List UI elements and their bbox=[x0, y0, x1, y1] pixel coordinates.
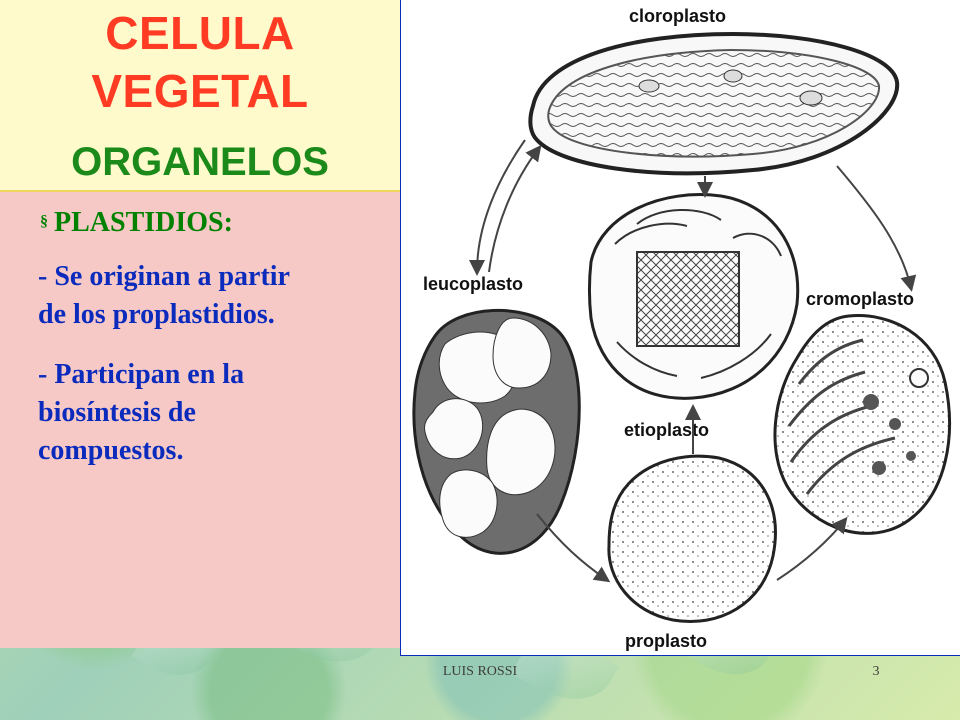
label-cromoplasto: cromoplasto bbox=[806, 289, 914, 309]
bullet-point-origin: - Se originan a partir de los proplastid… bbox=[38, 261, 290, 330]
section-bullet-icon: § bbox=[40, 213, 48, 230]
etioplast-illustration bbox=[588, 193, 800, 400]
label-proplasto: proplasto bbox=[625, 631, 707, 651]
label-leucoplasto: leucoplasto bbox=[423, 274, 523, 294]
bullet-point-biosynthesis: - Participan en la biosíntesis de compue… bbox=[38, 359, 245, 466]
label-etioplasto: etioplasto bbox=[624, 420, 709, 440]
title-line-1: CELULA bbox=[105, 7, 295, 59]
section-heading: § PLASTIDIOS: bbox=[40, 206, 233, 240]
title-panel: CELULA VEGETAL ORGANELOS bbox=[0, 0, 400, 192]
footer-author: LUIS ROSSI bbox=[442, 664, 518, 679]
content-panel: § PLASTIDIOS: - Se originan a partir de … bbox=[0, 192, 400, 648]
footer-page-number: 3 bbox=[872, 664, 880, 679]
slide-subtitle: ORGANELOS bbox=[71, 140, 329, 184]
conversion-arrows bbox=[469, 139, 917, 583]
chloroplast-illustration bbox=[528, 31, 900, 176]
slide-title: CELULA VEGETAL bbox=[0, 4, 400, 120]
plastid-figure-panel: cloroplasto leucoplasto cromoplasto etio… bbox=[400, 0, 960, 656]
title-line-2: VEGETAL bbox=[91, 65, 309, 117]
proplastid-illustration bbox=[607, 454, 777, 623]
label-cloroplasto: cloroplasto bbox=[629, 6, 726, 26]
leucoplast-illustration bbox=[412, 308, 581, 555]
plastid-cycle-diagram: cloroplasto leucoplasto cromoplasto etio… bbox=[412, 6, 951, 651]
section-label: PLASTIDIOS: bbox=[54, 207, 233, 238]
chromoplast-illustration bbox=[773, 314, 951, 535]
